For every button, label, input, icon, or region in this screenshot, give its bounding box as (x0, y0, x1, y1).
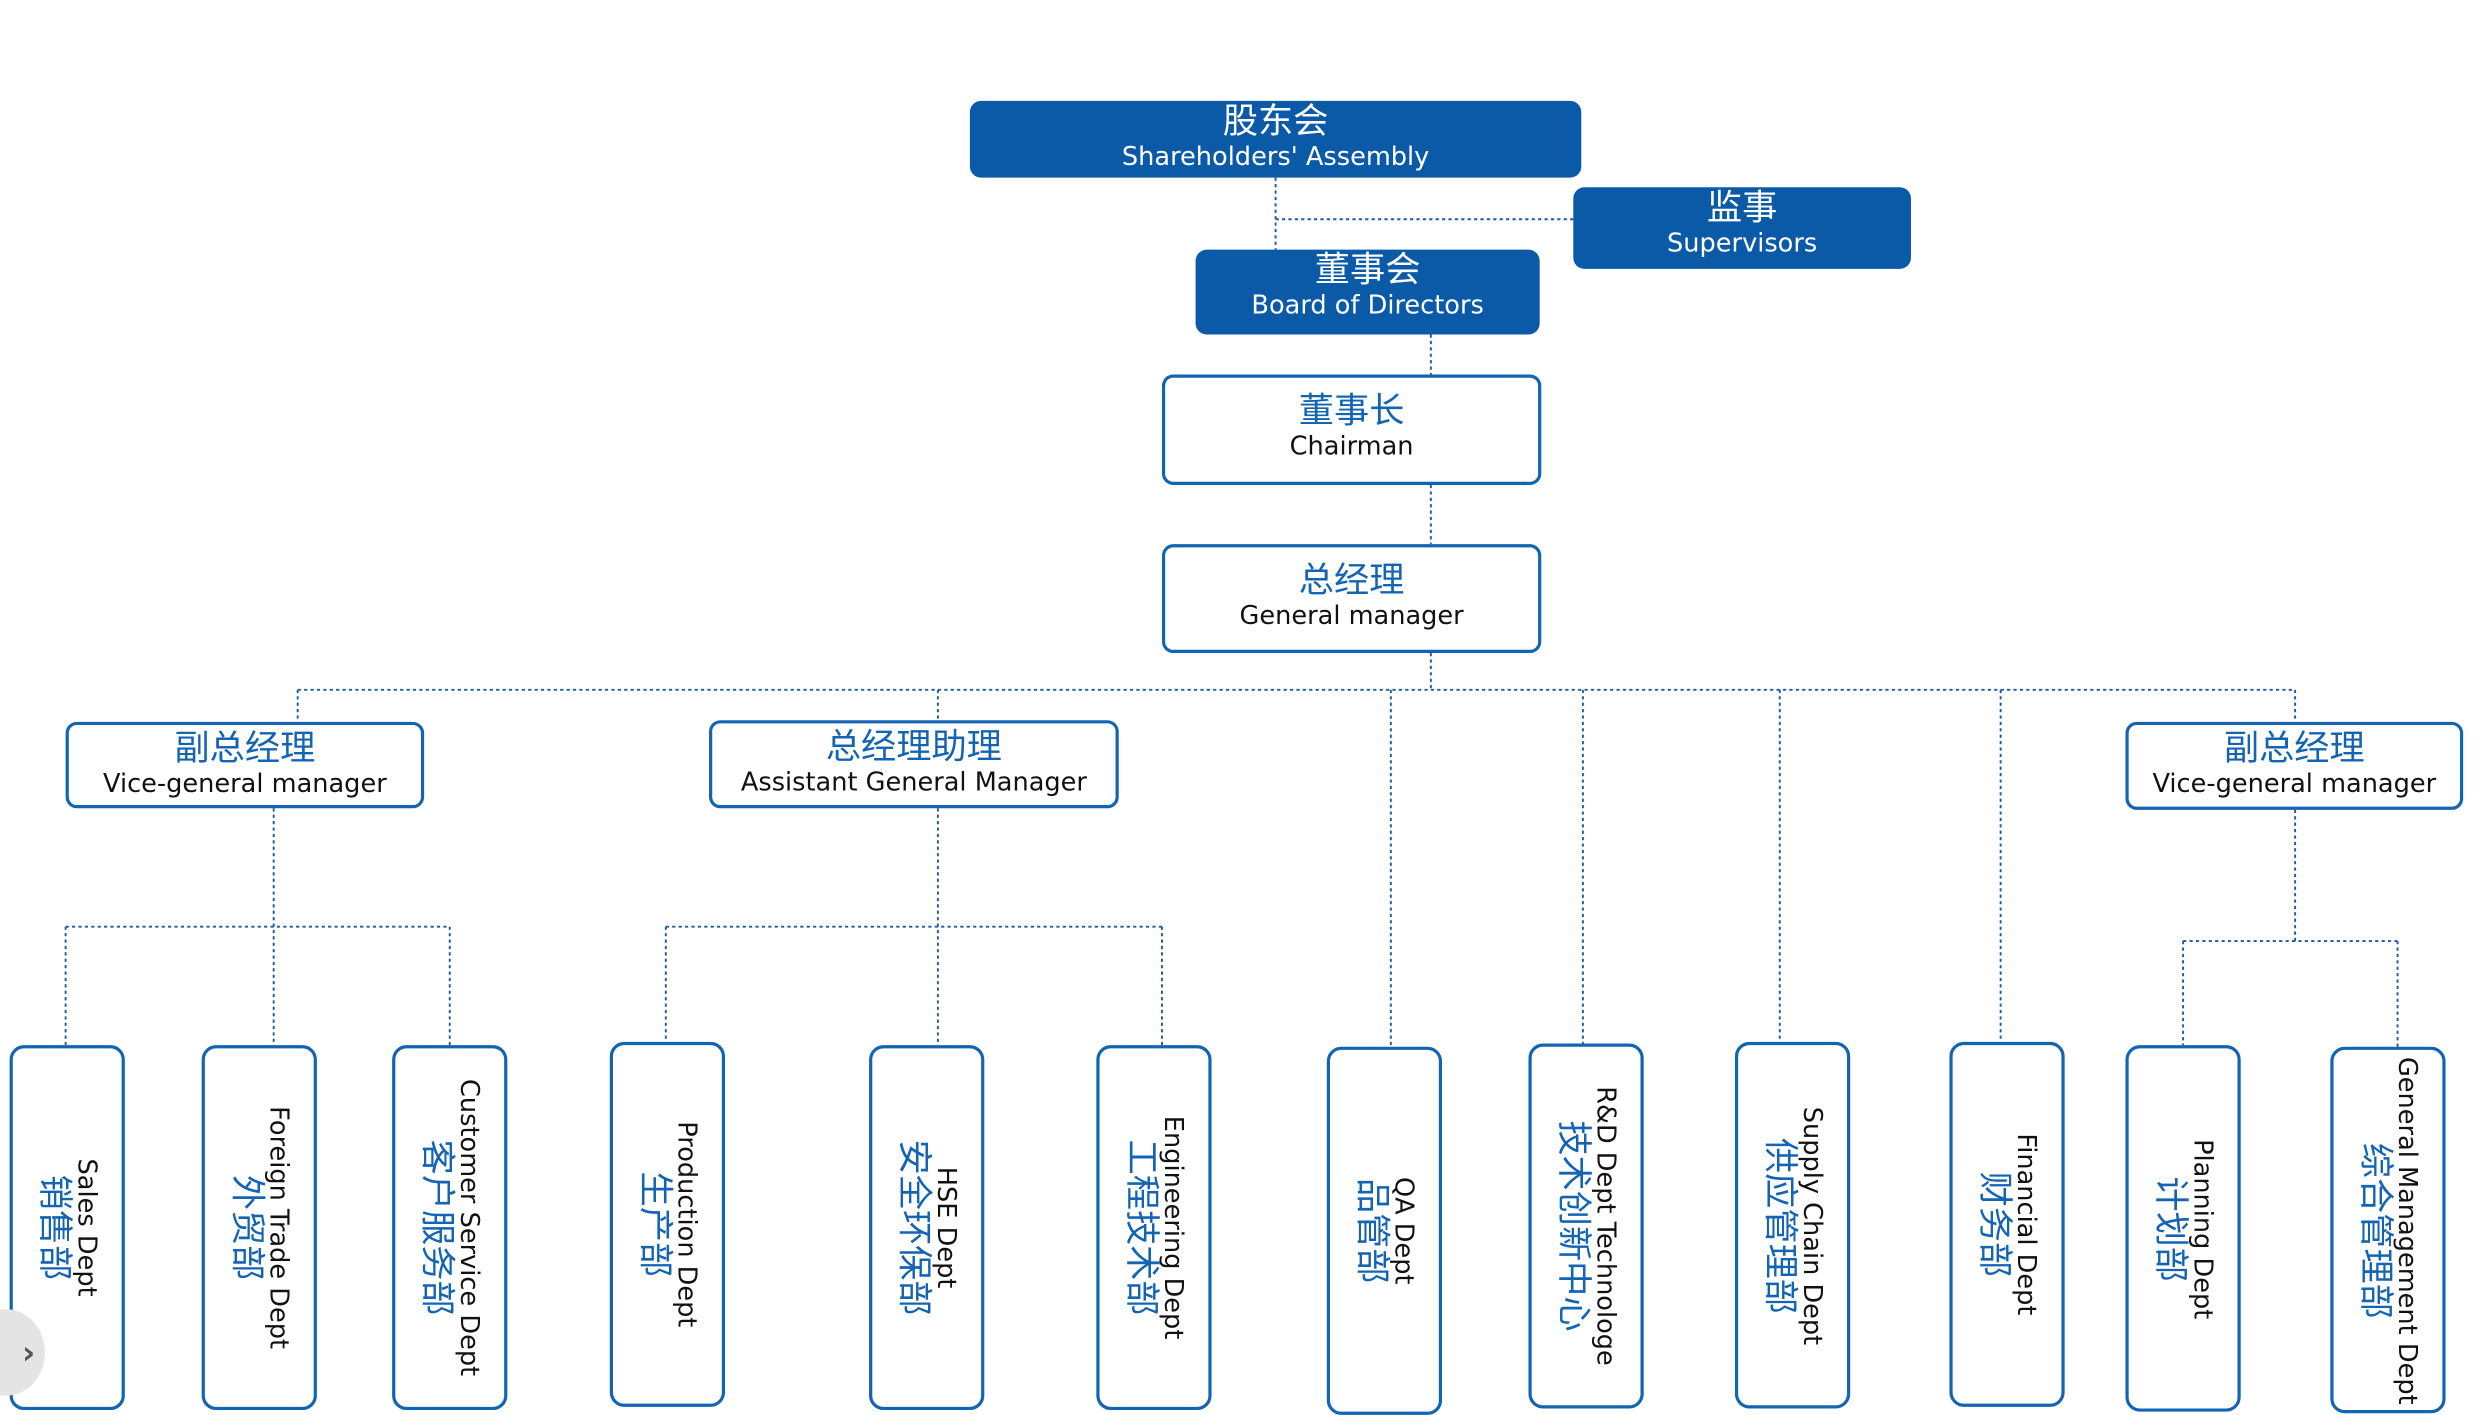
shareholders-assembly-box: 股东会 Shareholders' Assembly (969, 100, 1582, 178)
vice-right-zh-label: 副总经理 (2223, 729, 2365, 770)
chairman-en-label: Chairman (1289, 430, 1414, 461)
chairman-box: 董事长 Chairman (1161, 374, 1542, 485)
supervisors-zh-label: 监事 (1706, 188, 1778, 229)
vice-left-en-label: Vice-general manager (103, 768, 387, 799)
dept-engineering-en: Engineering Dept (1158, 1115, 1190, 1340)
dept-planning-zh: 计划部 (2149, 1175, 2190, 1282)
vice-general-manager-left-box: 副总经理 Vice-general manager (65, 721, 425, 809)
dept-production-en: Production Dept (672, 1121, 703, 1328)
board-zh-label: 董事会 (1314, 251, 1421, 292)
assistant-en-label: Assistant General Manager (740, 766, 1087, 798)
dept-hse-en: HSE Dept (931, 1166, 962, 1289)
dept-sales-en: Sales Dept (72, 1158, 103, 1297)
dept-rd-zh: 技术创新中心 (1552, 1120, 1593, 1332)
chevron-right-icon: › (22, 1333, 36, 1372)
vice-right-en-label: Vice-general manager (2152, 768, 2437, 799)
supervisors-box: 监事 Supervisors (1573, 187, 1911, 269)
dept-general-management-zh: 综合管理部 (2354, 1141, 2395, 1319)
dept-general-management-en: General Management Dept (2392, 1056, 2424, 1404)
dept-engineering-zh: 工程技术部 (1120, 1139, 1161, 1316)
chairman-zh-label: 董事长 (1298, 392, 1405, 433)
vice-left-zh-label: 副总经理 (174, 729, 316, 770)
supervisors-en-label: Supervisors (1667, 227, 1818, 258)
dept-qa-zh: 品管部 (1350, 1177, 1391, 1284)
dept-customer-service-zh: 客户服务部 (416, 1139, 457, 1316)
general-manager-zh-label: 总经理 (1298, 561, 1405, 602)
dept-qa-en: QA Dept (1389, 1176, 1420, 1285)
dept-supply-chain-zh: 供应管理部 (1758, 1137, 1799, 1314)
dept-rd-en: R&D Dept Technologe (1590, 1086, 1622, 1366)
general-manager-en-label: General manager (1239, 600, 1464, 631)
dept-planning-en: Planning Dept (2187, 1138, 2219, 1319)
assistant-general-manager-box: 总经理助理 Assistant General Manager (709, 720, 1119, 809)
shareholders-en-label: Shareholders' Assembly (1121, 140, 1430, 172)
board-of-directors-box: 董事会 Board of Directors (1195, 249, 1540, 335)
board-en-label: Board of Directors (1251, 289, 1484, 321)
dept-financial-en: Financial Dept (2011, 1133, 2043, 1316)
dept-hse-zh: 安全环保部 (893, 1139, 934, 1316)
assistant-zh-label: 总经理助理 (825, 728, 1002, 769)
dept-customer-service-en: Customer Service Dept (454, 1079, 485, 1377)
dept-foreign-trade-zh: 外贸部 (225, 1174, 266, 1281)
general-manager-box: 总经理 General manager (1161, 544, 1542, 654)
dept-financial-zh: 财务部 (1973, 1171, 2014, 1278)
dept-sales-zh: 销售部 (33, 1174, 74, 1281)
vice-general-manager-right-box: 副总经理 Vice-general manager (2125, 721, 2464, 810)
shareholders-zh-label: 股东会 (1222, 102, 1329, 143)
dept-production-zh: 生产部 (633, 1171, 674, 1278)
dept-foreign-trade-en: Foreign Trade Dept (264, 1106, 295, 1350)
dept-supply-chain-en: Supply Chain Dept (1797, 1105, 1828, 1345)
